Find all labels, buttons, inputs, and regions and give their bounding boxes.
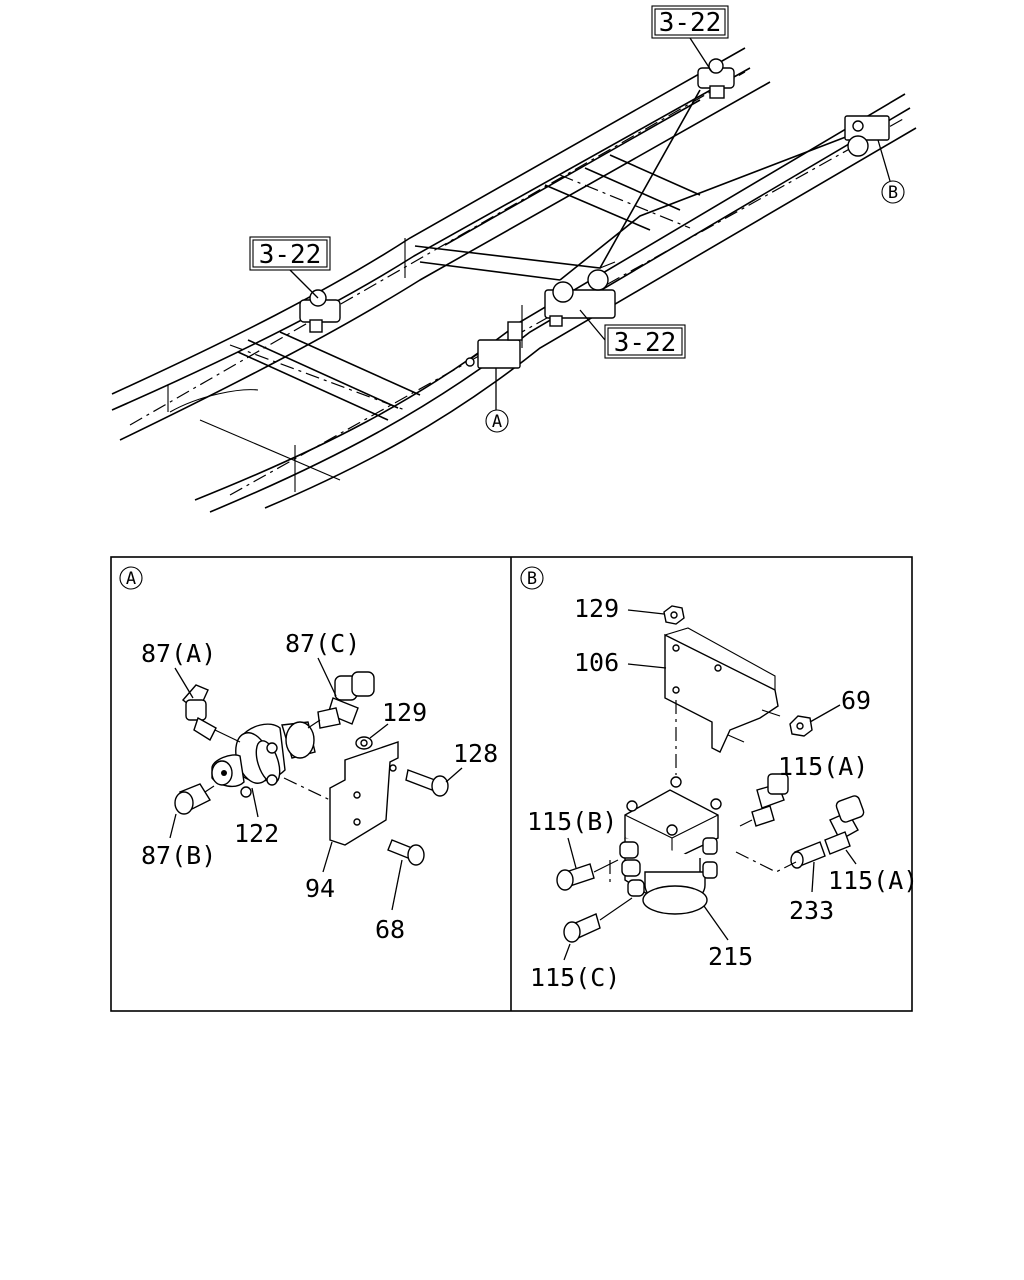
detail-panel-b: B (520, 566, 918, 992)
bracket-94 (329, 741, 399, 846)
fitting-115b (556, 859, 619, 891)
detail-marker-b[interactable]: B (877, 139, 905, 204)
svg-text:3-22: 3-22 (659, 8, 722, 38)
svg-text:215: 215 (708, 942, 753, 971)
label-128: 128 (445, 739, 498, 783)
ref-box-left[interactable]: 3-22 (249, 236, 331, 299)
label-106: 106 (574, 648, 667, 677)
svg-text:115(B): 115(B) (527, 807, 617, 836)
label-87c: 87(C) (285, 629, 360, 697)
fitting-233 (790, 841, 826, 869)
fitting-87a (181, 684, 241, 743)
label-115a-top: 115(A) (778, 752, 868, 781)
svg-text:A: A (126, 569, 136, 589)
detail-marker-a[interactable]: A (485, 368, 509, 433)
nut-69 (789, 715, 813, 737)
ref-box-top[interactable]: 3-22 (651, 5, 729, 73)
ref-box-middle[interactable]: 3-22 (579, 309, 686, 359)
label-68: 68 (375, 859, 405, 944)
label-94: 94 (305, 841, 335, 903)
svg-text:115(A): 115(A) (778, 752, 868, 781)
nut-129-b (663, 605, 685, 625)
svg-text:A: A (492, 412, 502, 432)
frame-component-b-location (844, 115, 890, 157)
svg-text:94: 94 (305, 874, 335, 903)
label-87b: 87(B) (141, 813, 216, 870)
label-129-a: 129 (369, 698, 427, 739)
detail-panels-frame (110, 556, 913, 1012)
fitting-115a-top (739, 773, 789, 827)
frame-component-a-location (465, 321, 523, 369)
svg-text:87(A): 87(A) (141, 639, 216, 668)
label-87a: 87(A) (141, 639, 216, 699)
bracket-106 (664, 627, 781, 753)
label-69: 69 (809, 686, 871, 723)
frame-component-middle-valves (544, 269, 616, 327)
svg-text:B: B (527, 569, 537, 589)
valve-body-122 (211, 721, 316, 798)
panel-b-marker: B (520, 566, 544, 590)
label-129-b: 129 (574, 594, 665, 623)
svg-text:68: 68 (375, 915, 405, 944)
svg-text:B: B (888, 183, 898, 203)
label-215: 215 (703, 905, 753, 971)
fitting-115c (563, 897, 633, 943)
svg-text:129: 129 (574, 594, 619, 623)
svg-text:87(C): 87(C) (285, 629, 360, 658)
frame-component-top-valve (697, 58, 735, 99)
svg-text:106: 106 (574, 648, 619, 677)
panel-a-marker: A (119, 566, 143, 590)
relay-valve-215 (619, 776, 722, 915)
label-233: 233 (789, 861, 834, 925)
svg-text:122: 122 (234, 819, 279, 848)
fitting-115a-right (824, 795, 865, 855)
svg-text:3-22: 3-22 (614, 328, 677, 358)
svg-text:87(B): 87(B) (141, 841, 216, 870)
label-115a-right: 115(A) (828, 849, 918, 895)
label-115c: 115(C) (530, 943, 620, 992)
detail-panel-a: A (119, 566, 498, 944)
fitting-87b (174, 783, 215, 815)
label-115b: 115(B) (527, 807, 617, 869)
frame-component-left-valve (299, 289, 341, 333)
chassis-frame-overview (111, 47, 917, 513)
bolt-68 (387, 839, 425, 866)
svg-text:233: 233 (789, 896, 834, 925)
fitting-87c (307, 671, 375, 729)
svg-text:3-22: 3-22 (259, 240, 322, 270)
svg-text:69: 69 (841, 686, 871, 715)
svg-text:128: 128 (453, 739, 498, 768)
svg-text:115(C): 115(C) (530, 963, 620, 992)
nut-129-a (355, 736, 373, 750)
svg-text:129: 129 (382, 698, 427, 727)
svg-text:115(A): 115(A) (828, 866, 918, 895)
label-122: 122 (234, 787, 279, 848)
bolt-128 (405, 769, 449, 797)
